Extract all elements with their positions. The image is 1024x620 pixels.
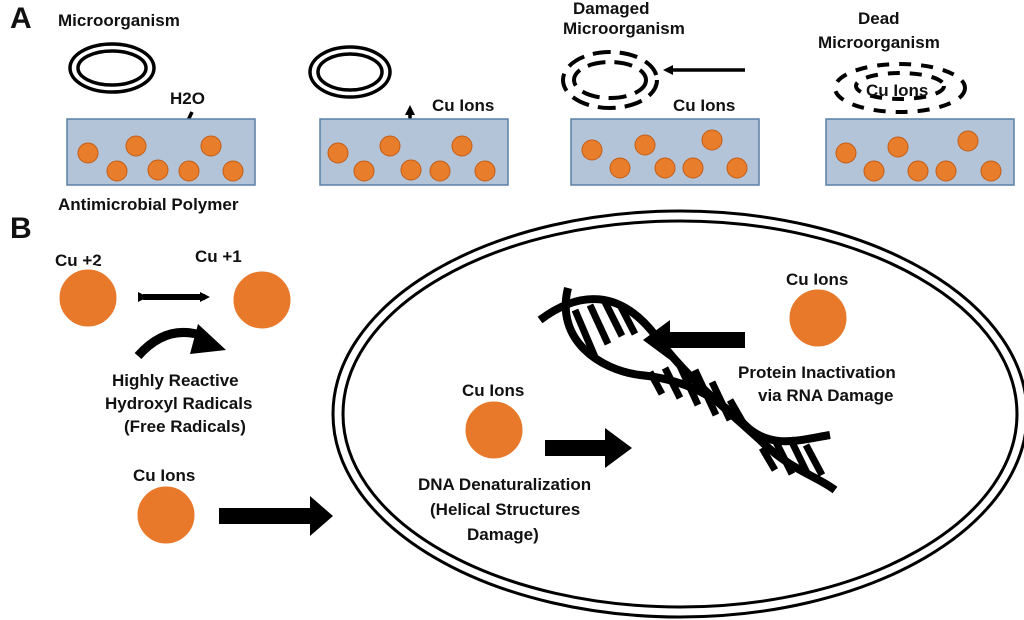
microorganism-outer-ring — [308, 45, 392, 99]
copper-particle — [957, 130, 979, 152]
label-damaged: Damaged — [573, 0, 650, 18]
copper-particle — [400, 159, 422, 181]
label-cu-ions-center: Cu Ions — [462, 381, 524, 400]
cu-ion-left — [132, 481, 200, 549]
dead-inner-ring — [854, 71, 946, 101]
copper-particle — [980, 160, 1002, 182]
copper-particle — [77, 142, 99, 164]
copper-particle — [178, 160, 200, 182]
label-dead: Dead — [858, 9, 900, 28]
protein-inactivation-pathway: Cu Ions Protein Inactivation via RNA Dam… — [643, 270, 896, 405]
dna-denaturalization-pathway: Cu Ions DNA Denaturalization (Helical St… — [418, 381, 632, 544]
label-hydroxyl-radicals: Hydroxyl Radicals — [105, 394, 252, 413]
copper-particle — [222, 160, 244, 182]
copper-particle — [726, 157, 748, 179]
label-cu-plus-1: Cu +1 — [195, 247, 242, 266]
cell-inner-membrane — [341, 219, 1019, 609]
label-dna-denaturalization: DNA Denaturalization — [418, 475, 591, 494]
stage-1-intact-microorganism: Microorganism H2O Antimicrobial Polymer — [58, 11, 256, 214]
copper-particles-2 — [327, 135, 496, 182]
copper-particle — [682, 157, 704, 179]
ion-entry-arrow — [219, 496, 333, 536]
dna-attack-arrow — [545, 428, 632, 468]
copper-particle — [863, 160, 885, 182]
label-cu-ions-3: Cu Ions — [866, 81, 928, 100]
dna-helix — [537, 287, 838, 494]
bacterial-cell — [331, 209, 1024, 619]
cu-ion-right — [784, 284, 852, 352]
label-cu-ions-right: Cu Ions — [786, 270, 848, 289]
label-cu-ions-left: Cu Ions — [133, 466, 195, 485]
damaged-outer-ring — [561, 50, 659, 110]
copper-particle — [835, 142, 857, 164]
protein-attack-arrow — [643, 320, 745, 360]
label-rna-damage: via RNA Damage — [758, 386, 893, 405]
copper-particle — [451, 135, 473, 157]
copper-particle — [353, 160, 375, 182]
cu-ion-center — [460, 396, 528, 464]
copper-particles-1 — [77, 135, 244, 182]
label-h2o: H2O — [170, 89, 205, 108]
microorganism-outer-ring — [68, 42, 156, 94]
copper-particle — [887, 136, 909, 158]
copper-particle — [654, 157, 676, 179]
label-cu-ions-2: Cu Ions — [673, 96, 735, 115]
panel-b-letter: B — [10, 212, 32, 245]
copper-particle — [125, 135, 147, 157]
label-microorganism: Microorganism — [58, 11, 180, 30]
copper-particle — [907, 160, 929, 182]
copper-particle — [429, 160, 451, 182]
stage-4-dead-microorganism: Dead Microorganism Cu Ions — [818, 9, 1015, 186]
microorganism-inner-ring — [76, 49, 148, 87]
cu-plus-1-ion — [228, 266, 296, 334]
cell-outer-membrane — [331, 209, 1024, 619]
copper-particle — [935, 160, 957, 182]
copper-particle — [609, 157, 631, 179]
microorganism-inner-ring — [316, 52, 384, 92]
entering-copper-ion: Cu Ions — [132, 466, 333, 549]
copper-particle — [634, 134, 656, 156]
copper-particle — [106, 160, 128, 182]
label-cu-ions-1: Cu Ions — [432, 96, 494, 115]
label-free-radicals: (Free Radicals) — [124, 417, 246, 436]
dead-outer-ring — [833, 62, 967, 114]
copper-particle — [200, 135, 222, 157]
label-protein-inactivation: Protein Inactivation — [738, 363, 896, 382]
label-damage: Damage) — [467, 525, 539, 544]
copper-particle — [147, 159, 169, 181]
copper-particle — [701, 129, 723, 151]
label-antimicrobial-polymer: Antimicrobial Polymer — [58, 195, 239, 214]
radical-curved-arrowhead — [190, 324, 226, 354]
copper-redox-cycle: Cu +2 Cu +1 Highly Reactive Hydroxyl Rad… — [54, 247, 296, 436]
stage-3-damaged-microorganism: Damaged Microorganism Cu Ions — [561, 0, 760, 186]
copper-particles-3 — [581, 129, 748, 179]
dna-strand-2 — [561, 287, 831, 446]
stage-2-ion-release: Cu Ions — [308, 45, 509, 186]
label-helical-structures: (Helical Structures — [430, 500, 580, 519]
label-dead-microorganism: Microorganism — [818, 33, 940, 52]
label-damaged-microorganism: Microorganism — [563, 19, 685, 38]
label-highly-reactive: Highly Reactive — [112, 371, 239, 390]
copper-particle — [581, 139, 603, 161]
copper-particle — [327, 142, 349, 164]
panel-a-letter: A — [10, 2, 32, 35]
copper-particle — [379, 135, 401, 157]
copper-particles-4 — [835, 130, 1002, 182]
cu-plus-2-ion — [54, 264, 122, 332]
copper-particle — [474, 160, 496, 182]
dna-strand-1 — [537, 295, 838, 494]
damaged-inner-ring — [572, 60, 648, 100]
